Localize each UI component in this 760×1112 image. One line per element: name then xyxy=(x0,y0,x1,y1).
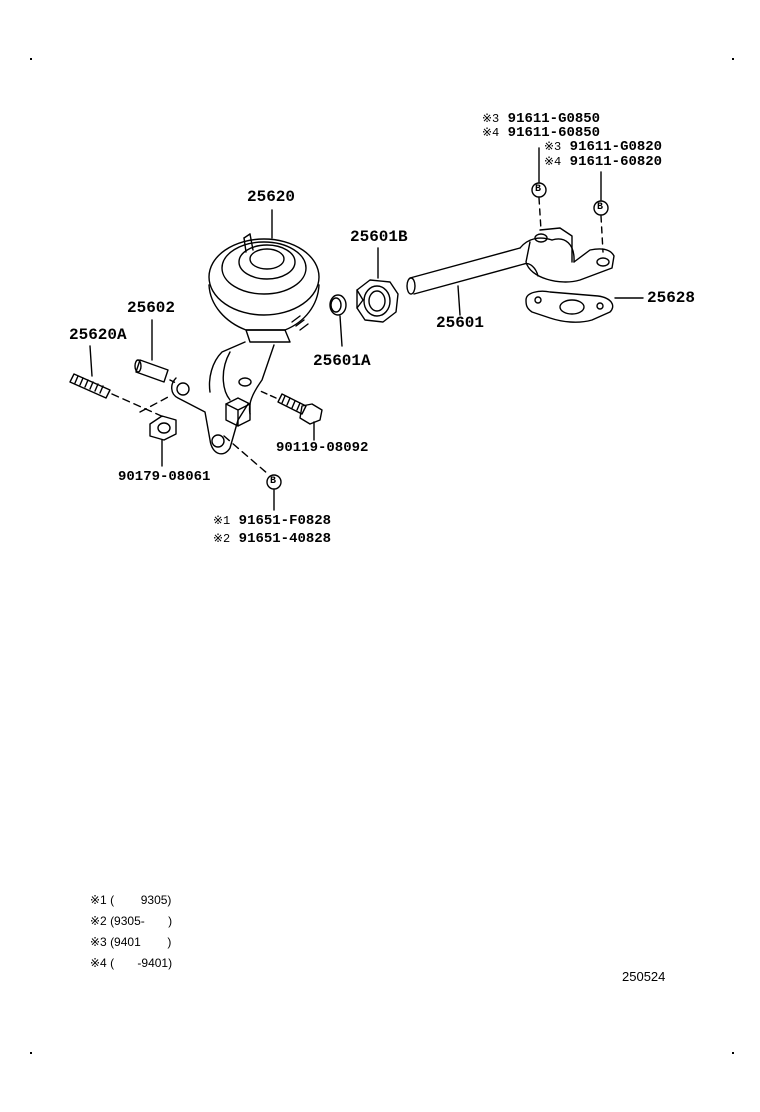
egr-pipe-drawing xyxy=(406,227,615,316)
note-top-2: ※4 91611-60850 xyxy=(482,126,600,140)
bolt-drawing xyxy=(257,389,323,441)
legend-line-4: ※4 ( -9401) xyxy=(90,956,173,970)
note-bottom-2-mark: ※2 xyxy=(213,532,231,546)
note-top-1-part: 91611-G0850 xyxy=(507,111,601,127)
note-top-1-mark: ※3 xyxy=(482,112,500,126)
label-25628: 25628 xyxy=(647,289,696,307)
corner-dot xyxy=(30,1052,32,1054)
legend-line-3: ※3 (9401 ) xyxy=(90,935,172,949)
note-bottom-2: ※2 91651-40828 xyxy=(213,532,331,546)
corner-dot xyxy=(732,1052,734,1054)
note-bottom-1-mark: ※1 xyxy=(213,514,231,528)
note-top-4: ※4 91611-60820 xyxy=(544,155,662,169)
legend-line-2: ※2 (9305- ) xyxy=(90,914,173,928)
b-marker-label-2: B xyxy=(535,184,542,195)
corner-dot xyxy=(30,58,32,60)
note-top-3: ※3 91611-G0820 xyxy=(544,140,662,154)
note-top-2-part: 91611-60850 xyxy=(507,125,601,141)
union-nut-drawing xyxy=(356,247,399,323)
note-top-4-part: 91611-60820 xyxy=(569,154,663,170)
note-top-3-part: 91611-G0820 xyxy=(569,139,663,155)
label-25602: 25602 xyxy=(127,299,176,317)
note-top-1: ※3 91611-G0850 xyxy=(482,112,600,126)
note-bottom-1-part: 91651-F0828 xyxy=(238,513,332,529)
gasket-drawing xyxy=(525,290,644,323)
label-90179-08061: 90179-08061 xyxy=(118,469,211,485)
egr-valve-drawing xyxy=(171,233,320,455)
label-25620a: 25620A xyxy=(69,326,127,344)
legend-line-1: ※1 ( 9305) xyxy=(90,893,172,907)
label-90119-08092: 90119-08092 xyxy=(276,440,369,456)
b-marker-label-3: B xyxy=(597,202,604,213)
label-25620: 25620 xyxy=(247,188,296,206)
diagram-id: 250524 xyxy=(622,969,666,984)
label-25601: 25601 xyxy=(436,314,485,332)
stud-bolt-drawing xyxy=(69,345,167,419)
b-marker-label-1: B xyxy=(270,476,277,487)
pin-drawing xyxy=(134,319,179,385)
note-top-4-mark: ※4 xyxy=(544,155,562,169)
flange-nut-drawing xyxy=(139,395,177,467)
note-bottom-1: ※1 91651-F0828 xyxy=(213,514,331,528)
ring-drawing xyxy=(329,294,347,347)
note-top-3-mark: ※3 xyxy=(544,140,562,154)
note-bottom-2-part: 91651-40828 xyxy=(238,531,332,547)
label-25601a: 25601A xyxy=(313,352,371,370)
note-top-2-mark: ※4 xyxy=(482,126,500,140)
b-marker-group xyxy=(223,147,609,511)
corner-dot xyxy=(732,58,734,60)
label-25601b: 25601B xyxy=(350,228,408,246)
